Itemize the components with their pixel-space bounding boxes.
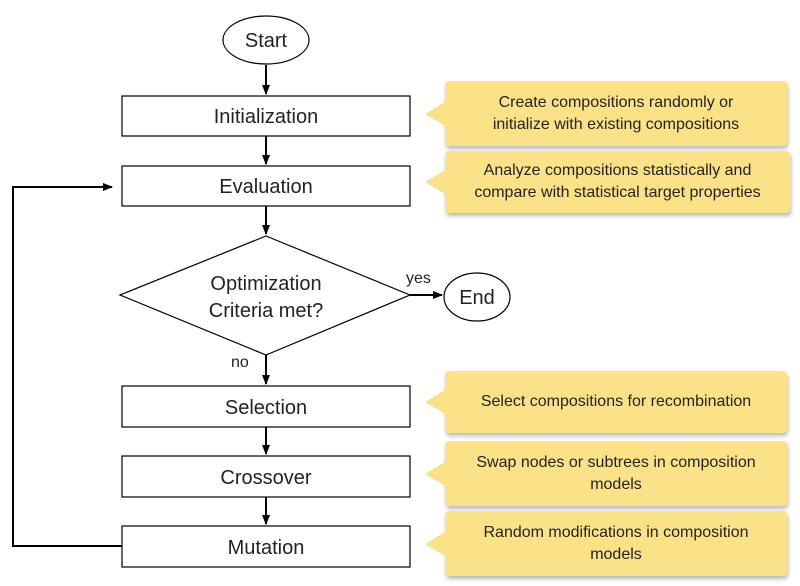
mutation-node: Mutation [121,525,411,568]
initialization-note-line1: Create compositions randomly or [498,93,734,111]
mutation-note: Random modifications in composition mode… [425,511,787,576]
initialization-note: Create compositions randomly or initiali… [425,81,787,146]
initialization-node: Initialization [121,95,411,137]
evaluation-label: Evaluation [219,176,312,198]
mutation-label: Mutation [228,537,305,559]
start-node: Start [222,15,310,65]
initialization-note-line2: initialize with existing compositions [492,115,740,133]
evaluation-box [121,165,411,207]
no-label: no [231,354,249,371]
selection-box [121,385,411,428]
decision-diamond [118,235,412,356]
crossover-label: Crossover [220,467,311,489]
crossover-note-line1: Swap nodes or subtrees in composition [476,453,756,471]
start-label: Start [245,30,288,52]
evaluation-note: Analyze compositions statistically and c… [425,151,790,213]
selection-note-text: Select compositions for recombination [480,393,752,410]
mutation-box [121,525,411,568]
evaluation-note-line2: compare with statistical target properti… [474,184,761,201]
end-node: End [443,272,511,322]
connectors [12,65,443,547]
initialization-box [121,95,411,137]
selection-note: Select compositions for recombination [425,371,787,433]
end-label: End [459,287,495,309]
start-ellipse [222,15,310,65]
crossover-note: Swap nodes or subtrees in composition mo… [425,441,787,506]
decision-label-line1: Optimization [210,273,321,295]
decision-node: Optimization Criteria met? [118,235,412,356]
crossover-node: Crossover [121,455,411,498]
selection-node: Selection [121,385,411,428]
crossover-note-line2: models [590,475,642,493]
mutation-note-line2: models [590,545,642,563]
end-ellipse [443,272,511,322]
evaluation-note-line1: Analyze compositions statistically and [483,162,752,179]
mutation-note-line1: Random modifications in composition [483,523,749,541]
crossover-box [121,455,411,498]
selection-label: Selection [225,397,307,419]
decision-label-line2: Criteria met? [209,300,323,322]
edge-mutation-loop-back [12,183,122,547]
initialization-label: Initialization [214,106,319,128]
evaluation-node: Evaluation [121,165,411,207]
yes-label: yes [406,270,431,287]
